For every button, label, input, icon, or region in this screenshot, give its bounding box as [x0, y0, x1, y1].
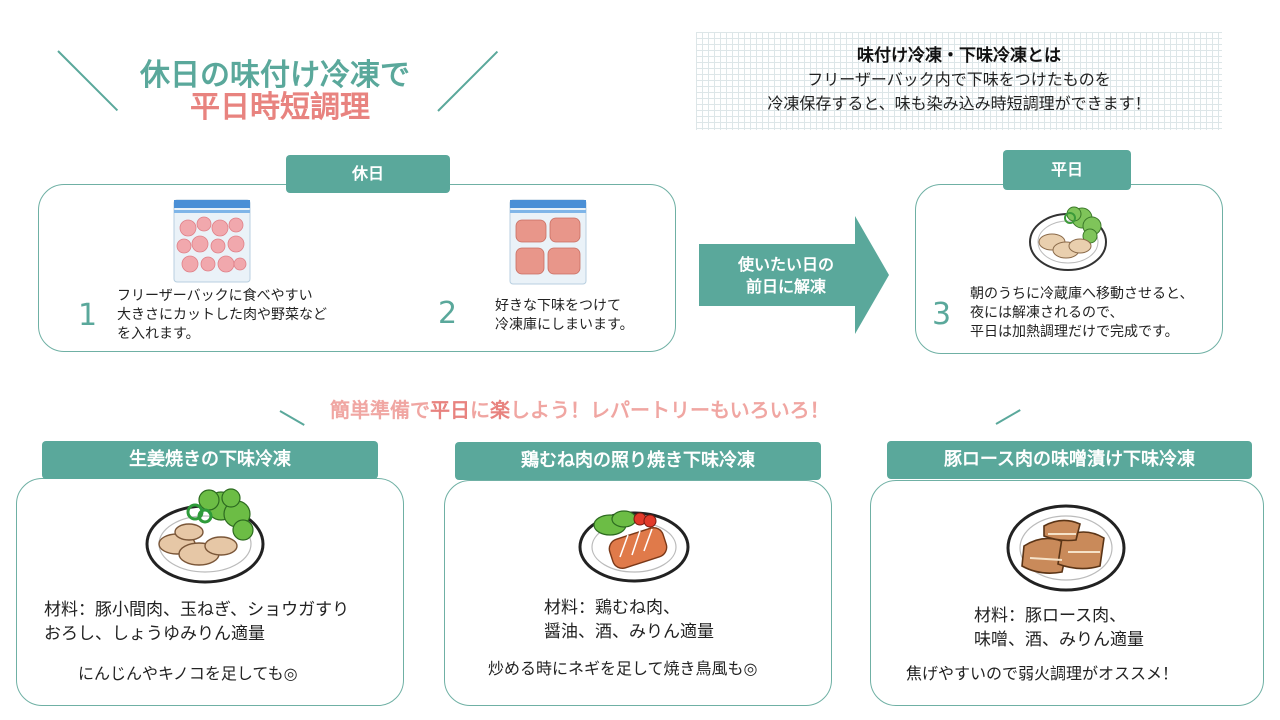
freezer-bag-marinated-meat-icon — [509, 199, 587, 285]
subtitle-part-1: 簡単準備で — [330, 398, 430, 422]
subtitle-part-2: 平日 — [430, 398, 470, 422]
step-1-number: 1 — [78, 298, 98, 333]
freezer-bag-cut-meat-icon — [173, 199, 251, 283]
step-1-text: フリーザーバックに食べやすい 大きさにカットした肉や野菜など を入れます。 — [117, 288, 327, 342]
subtitle-part-3: に — [470, 398, 490, 422]
recipe-2-title: 鶏むね肉の照り焼き下味冷凍 — [455, 442, 821, 480]
title-line2: 平日時短調理 — [190, 90, 370, 125]
title-deco-line-right-top — [437, 50, 499, 112]
recipe-1-ingredients: 材料：豚小間肉、玉ねぎ、ショウガすり おろし、しょうゆみりん適量 — [44, 600, 350, 644]
definition-body-line1: フリーザーバック内で下味をつけたものを — [807, 70, 1111, 89]
definition-box: 味付け冷凍・下味冷凍とは フリーザーバック内で下味をつけたものを 冷凍保存すると… — [696, 32, 1222, 130]
step-2-number: 2 — [438, 296, 458, 331]
title-line1: 休日の味付け冷凍で — [140, 58, 410, 93]
miso-pork-plate-icon — [1006, 504, 1126, 592]
subtitle-part-4: 楽 — [490, 398, 510, 422]
cooked-meat-plate-icon — [1029, 206, 1107, 271]
holiday-label: 休日 — [286, 155, 450, 193]
recipe-3-tip: 焦げやすいので弱火調理がオススメ！ — [906, 664, 1179, 683]
definition-title: 味付け冷凍・下味冷凍とは — [857, 46, 1061, 66]
recipe-2-tip: 炒める時にネギを足して焼き鳥風も◎ — [488, 659, 758, 678]
step-3-text: 朝のうちに冷蔵庫へ移動させると、 夜には解凍されるので、 平日は加熱調理だけで完… — [970, 286, 1194, 340]
recipe-3-title: 豚ロース肉の味噌漬け下味冷凍 — [887, 441, 1252, 479]
recipe-2-panel — [444, 480, 832, 706]
recipe-2-ingredients: 材料：鶏むね肉、 醤油、酒、みりん適量 — [544, 598, 714, 642]
thaw-arrow-label: 使いたい日の 前日に解凍 — [737, 255, 834, 296]
title-deco-line-left-top — [57, 50, 119, 112]
recipe-1-tip: にんじんやキノコを足しても◎ — [78, 664, 298, 683]
recipe-3-ingredients: 材料：豚ロース肉、 味噌、酒、みりん適量 — [974, 606, 1144, 650]
step-3-number: 3 — [932, 297, 952, 332]
subtitle-part-5: しよう！レパートリーもいろいろ！ — [510, 398, 830, 422]
recipe-1-panel — [16, 478, 404, 706]
teriyaki-chicken-plate-icon — [578, 510, 690, 583]
weekday-label: 平日 — [1003, 150, 1131, 190]
subtitle-deco-line-right — [995, 409, 1021, 425]
subtitle: 簡単準備で平日に楽しよう！レパートリーもいろいろ！ — [330, 394, 830, 423]
step-2-text: 好きな下味をつけて 冷凍庫にしまいます。 — [495, 298, 634, 333]
recipe-1-title: 生姜焼きの下味冷凍 — [42, 441, 378, 479]
subtitle-deco-line-left — [279, 410, 305, 426]
ginger-pork-plate-icon — [145, 488, 265, 584]
thaw-arrow-shape — [699, 216, 889, 334]
definition-body-line2: 冷凍保存すると、味も染み込み時短調理ができます！ — [767, 94, 1151, 113]
